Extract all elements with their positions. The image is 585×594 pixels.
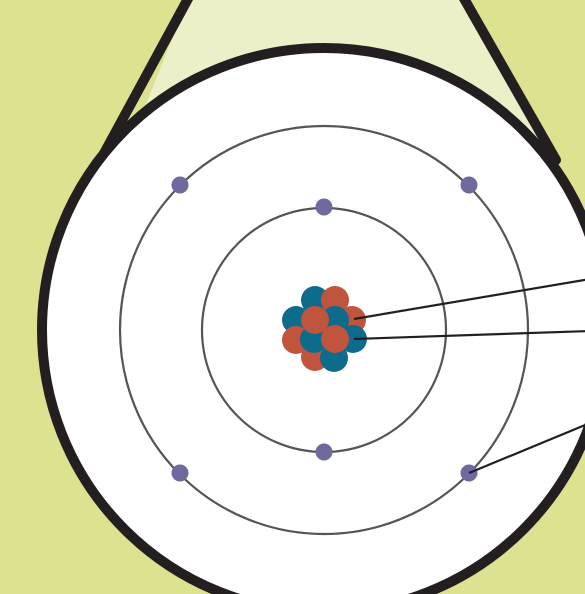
electron-inner-top	[316, 199, 333, 216]
electron-outer-bottom-left	[172, 465, 189, 482]
electron-inner-bottom	[316, 444, 333, 461]
electron-outer-top-left	[172, 177, 189, 194]
electron-outer-top-right	[461, 177, 478, 194]
proton	[321, 325, 349, 353]
